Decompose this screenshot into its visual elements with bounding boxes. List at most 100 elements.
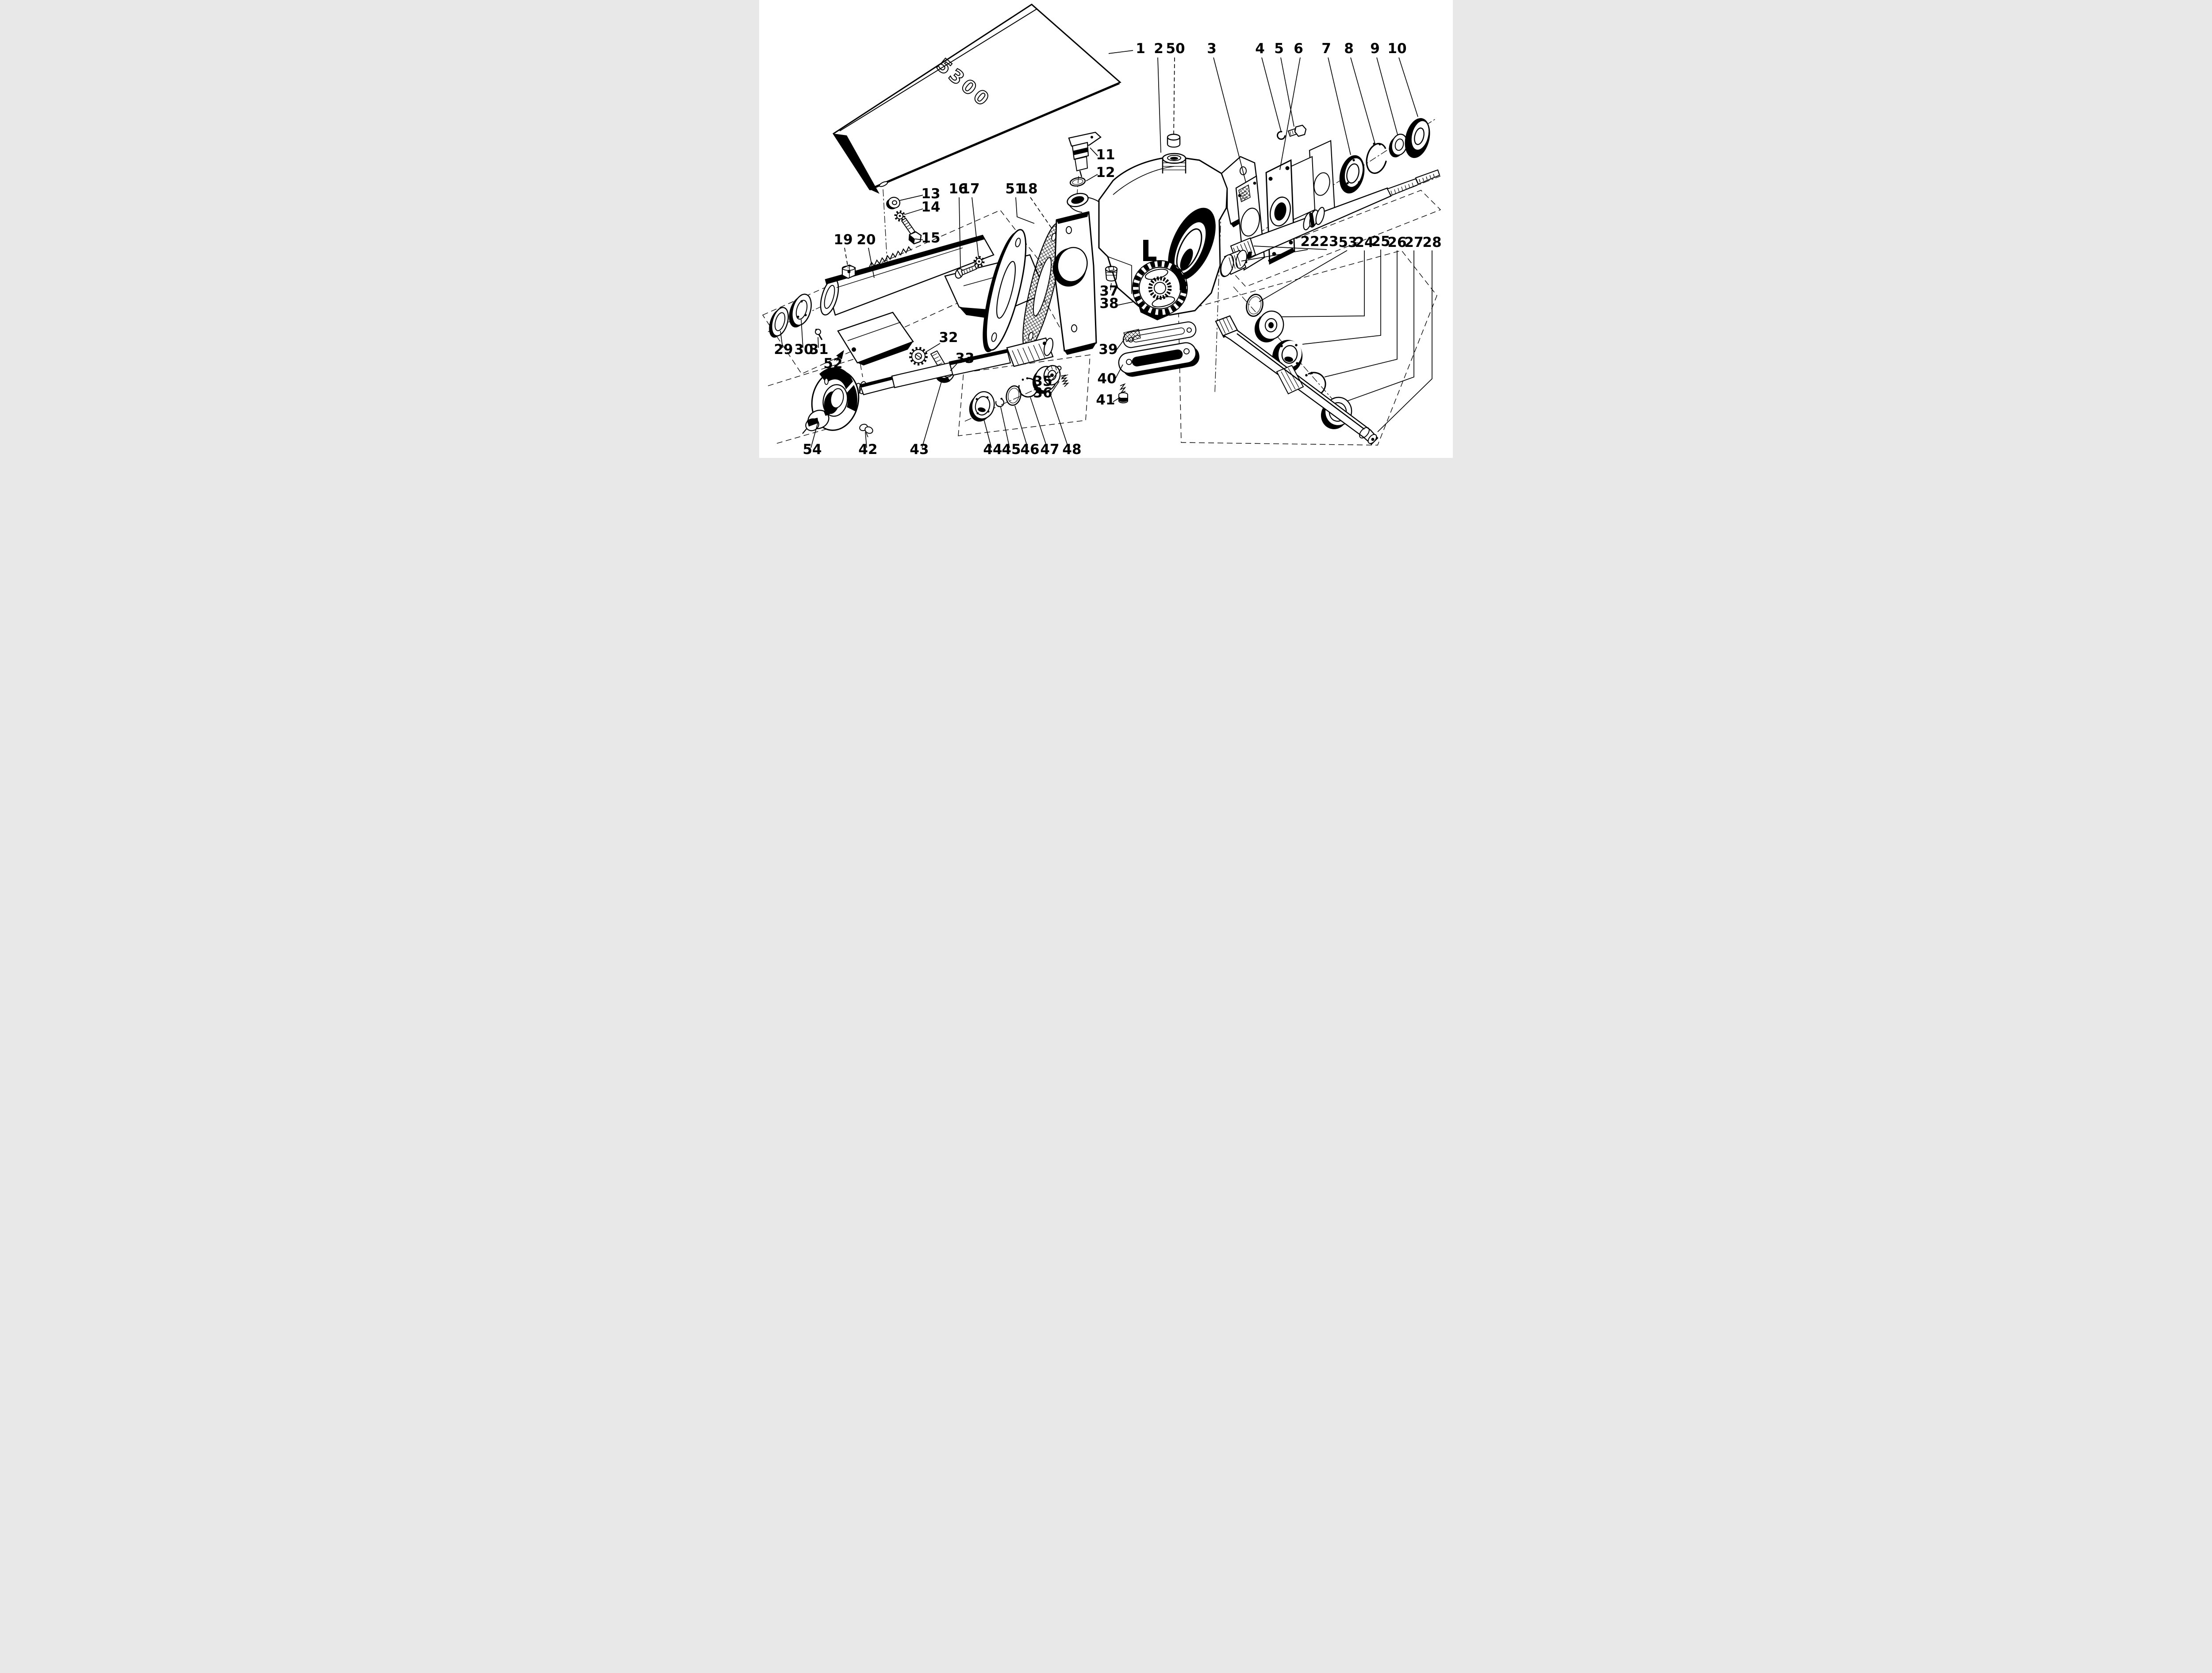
- leader-line-13: [899, 195, 923, 201]
- part-spring-36: [1060, 374, 1069, 387]
- callout-52: 52: [823, 350, 844, 372]
- callout-label-35: 35: [1033, 373, 1052, 389]
- callout-18: 18: [1018, 181, 1053, 231]
- callout-label-45: 45: [1002, 442, 1021, 458]
- callout-label-48: 48: [1062, 442, 1081, 458]
- callout-label-43: 43: [910, 442, 929, 458]
- part-washer-13: [886, 196, 901, 210]
- part-o-ring-12: [1069, 177, 1086, 187]
- leader-line-4: [1261, 57, 1282, 132]
- part-side-cover-40: [1118, 342, 1200, 377]
- callout-39: 39: [1098, 338, 1125, 358]
- callout-26: 26: [1324, 235, 1407, 377]
- callout-label-47: 47: [1040, 442, 1059, 458]
- leader-line-19: [844, 247, 849, 269]
- callout-label-44: 44: [983, 442, 1002, 458]
- callout-2: 2: [1154, 41, 1164, 153]
- leader-line-28: [1377, 250, 1432, 432]
- leader-line-22: [1241, 249, 1308, 262]
- part-clip-42: [859, 423, 873, 438]
- callout-label-4: 4: [1255, 41, 1265, 57]
- callout-label-7: 7: [1321, 41, 1331, 57]
- leader-line-1: [1108, 50, 1133, 54]
- leader-line-33: [950, 363, 957, 371]
- callout-label-40: 40: [1097, 371, 1116, 387]
- part-worm-shaft-23: [1230, 169, 1440, 264]
- callout-label-20: 20: [856, 232, 876, 248]
- callout-label-33: 33: [955, 350, 974, 366]
- callout-label-29: 29: [774, 342, 793, 358]
- leader-line-12: [1086, 174, 1098, 181]
- callout-label-36: 36: [1033, 385, 1052, 401]
- part-coupling-48: [1032, 365, 1061, 394]
- callout-11: 11: [1090, 147, 1115, 163]
- leader-line-7: [1328, 57, 1351, 155]
- callout-15: 15: [914, 230, 941, 246]
- callout-label-22: 22: [1300, 234, 1319, 250]
- callout-46: 46: [1014, 405, 1040, 458]
- part-adapter-plate-18: [1052, 211, 1097, 355]
- callout-label-5: 5: [1274, 41, 1284, 57]
- leader-line-40: [1114, 364, 1123, 381]
- part-bearing-30: [789, 293, 812, 328]
- leader-line-43: [922, 378, 943, 448]
- callout-16: 16: [949, 181, 968, 268]
- leader-line-9: [1376, 57, 1398, 135]
- leader-line-17: [972, 197, 979, 258]
- callout-label-18: 18: [1018, 181, 1037, 197]
- callout-4: 4: [1255, 41, 1282, 132]
- part-sector-shaft-28: [1215, 315, 1379, 445]
- callout-label-15: 15: [921, 230, 940, 246]
- leader-line-36: [1050, 381, 1060, 395]
- part-needle-bearing-22: [1220, 250, 1248, 277]
- part-bolt-5: [1287, 124, 1307, 137]
- callout-5: 5: [1274, 41, 1294, 127]
- callout-22: 22: [1241, 234, 1320, 262]
- callout-label-13: 13: [921, 186, 940, 202]
- part-cover-gasket-39: [1122, 321, 1197, 348]
- callout-label-16: 16: [949, 181, 968, 197]
- exploded-diagram-canvas: 5300: [762, 4, 1442, 458]
- leader-line-30: [801, 319, 803, 348]
- leader-line-11: [1090, 147, 1098, 156]
- callout-label-46: 46: [1020, 442, 1039, 458]
- callout-20: 20: [856, 232, 876, 278]
- leader-line-18: [1030, 197, 1053, 231]
- part-cap-10: [1405, 118, 1430, 158]
- leader-line-27: [1347, 250, 1414, 401]
- leader-line-10: [1398, 57, 1418, 117]
- callout-label-9: 9: [1370, 41, 1380, 57]
- part-shim-46: [1006, 385, 1022, 406]
- leader-line-51: [1015, 197, 1035, 224]
- leader-line-46: [1014, 405, 1028, 448]
- leader-line-8: [1350, 57, 1376, 146]
- callout-6: 6: [1279, 41, 1303, 170]
- callout-28: 28: [1377, 235, 1442, 432]
- callout-label-27: 27: [1404, 235, 1423, 250]
- callout-label-30: 30: [794, 342, 813, 358]
- callout-label-2: 2: [1154, 41, 1164, 57]
- part-hub-54: [802, 367, 860, 434]
- callout-27: 27: [1347, 235, 1424, 401]
- callout-48: 48: [1049, 391, 1082, 458]
- part-cover-panel: 5300: [832, 4, 1121, 194]
- part-clip-45: [995, 398, 1005, 408]
- callout-29: 29: [774, 331, 793, 358]
- callout-label-3: 3: [1207, 41, 1217, 57]
- part-cap-50: [1167, 134, 1181, 148]
- leader-line-53: [1259, 250, 1348, 302]
- callout-31: 31: [809, 337, 829, 358]
- callout-33: 33: [950, 350, 975, 371]
- part-jacket-tube: [820, 235, 995, 316]
- leader-line-42: [865, 431, 867, 448]
- leader-line-54: [810, 422, 818, 448]
- leader-line-25: [1302, 250, 1381, 345]
- callout-label-10: 10: [1387, 41, 1406, 57]
- callout-32: 32: [925, 330, 958, 353]
- callout-51: 51: [1005, 181, 1035, 224]
- leader-line-24: [1281, 250, 1365, 317]
- leader-line-38: [1117, 301, 1134, 306]
- part-flanged-housing-6: [1265, 140, 1336, 265]
- callout-label-12: 12: [1096, 165, 1115, 181]
